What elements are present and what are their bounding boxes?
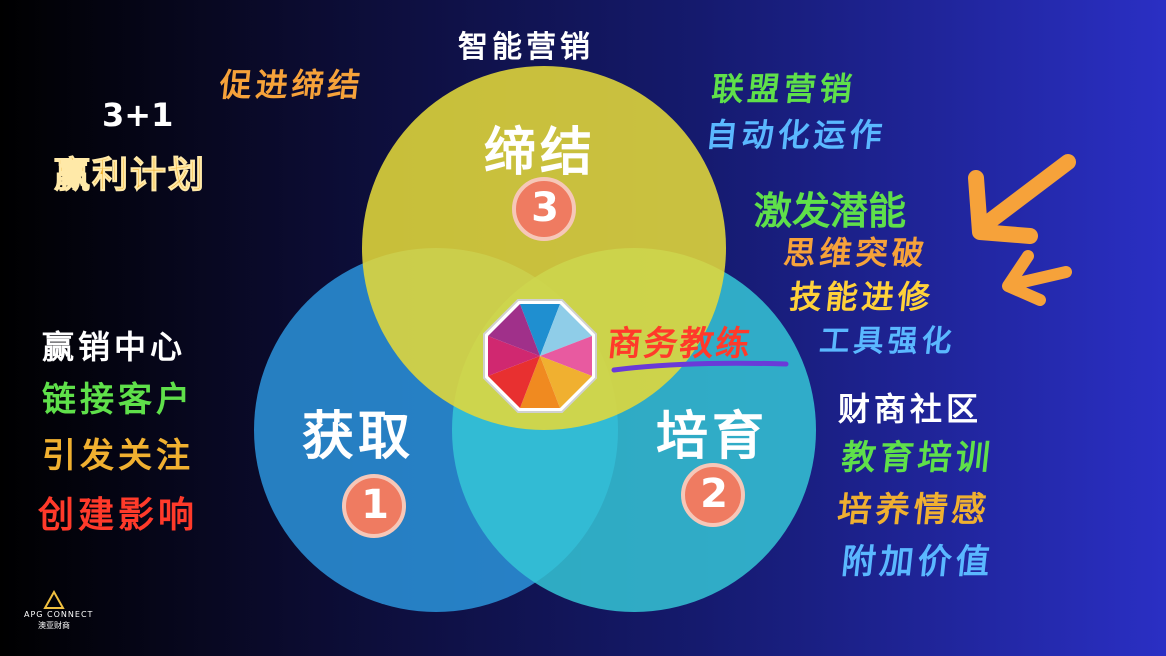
badge-1: [342, 474, 406, 538]
right-upper-item-2: 技能进修: [787, 278, 936, 316]
left-heading: 赢销中心: [42, 328, 187, 366]
circle-nurture-label: 培育: [656, 407, 769, 467]
circle-closing-label: 缔结: [484, 123, 597, 183]
right-lower-item-2: 培养情感: [835, 490, 992, 530]
logo-mark-icon: [43, 589, 65, 609]
left-item-3: 创建影响: [38, 495, 199, 536]
left-item-1: 链接客户: [42, 380, 194, 420]
center-label: 商务教练: [605, 324, 754, 364]
automation: 自动化运作: [703, 116, 888, 154]
coach-octagon-icon: [483, 299, 597, 413]
circle-closing: [362, 66, 726, 430]
logo-subtext: 澳亚财商: [38, 621, 70, 630]
logo-text: APG CONNECT: [24, 610, 94, 619]
badge-3: [512, 177, 576, 241]
right-upper-item-1: 思维突破: [781, 234, 930, 272]
alliance-marketing: 联盟营销: [709, 70, 858, 108]
plan-number: 3+1: [102, 96, 174, 134]
circle-acquire-label: 获取: [302, 407, 415, 467]
badge-2-number: 2: [700, 471, 728, 517]
right-lower-heading: 财商社区: [838, 390, 983, 428]
right-lower-item-1: 教育培训: [839, 438, 996, 478]
center-underline: [611, 360, 789, 373]
badge-1-number: 1: [361, 482, 389, 528]
right-upper-heading: 激发潜能: [754, 189, 907, 233]
right-lower-item-3: 附加价值: [839, 542, 996, 582]
badge-3-number: 3: [531, 185, 559, 231]
plan-title: 赢利计划: [53, 155, 207, 197]
arrow-icon: [968, 154, 1076, 244]
badge-2: [681, 463, 745, 527]
page-title: 智能营销: [458, 30, 594, 65]
arrow-icon: [1002, 250, 1072, 306]
right-upper-item-3: 工具强化: [817, 324, 958, 359]
closing-caption: 促进缔结: [217, 66, 366, 104]
left-item-2: 引发关注: [42, 436, 194, 476]
